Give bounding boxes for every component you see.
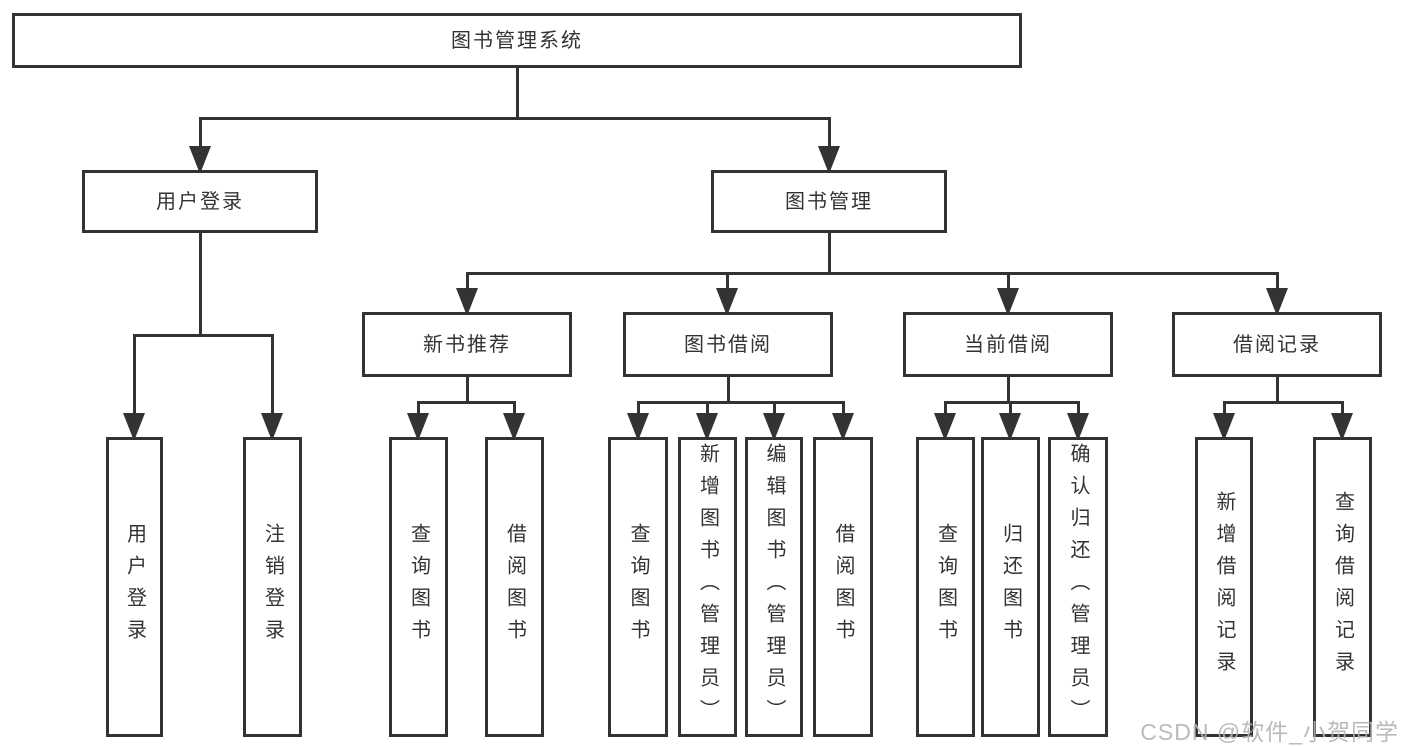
- node-user-login: 用户登录: [82, 170, 318, 233]
- arrow-shaft: [1340, 402, 1344, 417]
- connector-line-vertical: [726, 377, 730, 402]
- arrowhead-down-icon: [999, 413, 1021, 441]
- arrowhead-down-icon: [1213, 413, 1235, 441]
- arrowhead-down-icon: [1331, 413, 1353, 441]
- node-label: 新增借阅记录: [1213, 491, 1235, 683]
- arrow-shaft: [827, 118, 831, 150]
- arrow-shaft: [132, 335, 136, 417]
- node-new-book-recommendation: 新书推荐: [362, 312, 572, 377]
- arrow-shaft: [416, 402, 420, 417]
- arrowhead-down-icon: [261, 413, 283, 441]
- node-label: 用户登录: [156, 190, 244, 213]
- node-label: 图书借阅: [684, 333, 772, 356]
- node-current-borrowing: 当前借阅: [903, 312, 1113, 377]
- node-return-books: 归还图书: [981, 437, 1040, 737]
- arrow-shaft: [705, 402, 709, 417]
- node-label: 注销登录: [261, 523, 284, 651]
- arrow-shaft: [772, 402, 776, 417]
- arrowhead-down-icon: [189, 146, 211, 174]
- node-query-books-current: 查询图书: [916, 437, 975, 737]
- connector-line-horizontal: [465, 271, 1279, 275]
- node-borrow-books: 借阅图书: [813, 437, 873, 737]
- arrowhead-down-icon: [407, 413, 429, 441]
- node-user-login-leaf: 用户登录: [106, 437, 163, 737]
- connector-line-vertical: [515, 68, 519, 118]
- arrow-shaft: [512, 402, 516, 417]
- node-label: 归还图书: [999, 523, 1022, 651]
- node-label: 查询借阅记录: [1331, 491, 1354, 683]
- connector-line-horizontal: [1222, 400, 1344, 404]
- connector-line-horizontal: [943, 400, 1080, 404]
- connector-line-vertical: [1275, 377, 1279, 402]
- node-label: 编辑图书（管理员）: [763, 443, 785, 731]
- node-label: 新书推荐: [423, 333, 511, 356]
- node-borrow-books-recommendation: 借阅图书: [485, 437, 544, 737]
- arrowhead-down-icon: [763, 413, 785, 441]
- node-logout: 注销登录: [243, 437, 302, 737]
- arrow-shaft: [841, 402, 845, 417]
- node-label: 新增图书（管理员）: [696, 443, 719, 731]
- arrowhead-down-icon: [456, 288, 478, 316]
- arrow-shaft: [465, 273, 469, 292]
- arrowhead-down-icon: [716, 288, 738, 316]
- arrow-shaft: [943, 402, 947, 417]
- node-book-management: 图书管理: [711, 170, 947, 233]
- arrow-shaft: [1275, 273, 1279, 292]
- arrow-shaft: [1076, 402, 1080, 417]
- connector-line-horizontal: [636, 400, 845, 404]
- arrow-shaft: [198, 118, 202, 150]
- node-label: 用户登录: [123, 523, 146, 651]
- connector-line-vertical: [465, 377, 469, 402]
- node-query-borrow-record: 查询借阅记录: [1313, 437, 1372, 737]
- node-confirm-return-admin: 确认归还（管理员）: [1048, 437, 1108, 737]
- node-label: 借阅图书: [832, 523, 854, 651]
- node-add-borrow-record: 新增借阅记录: [1195, 437, 1253, 737]
- connector-line-vertical: [827, 233, 831, 273]
- node-library-management-system: 图书管理系统: [12, 13, 1022, 68]
- arrow-shaft: [725, 273, 729, 292]
- arrow-shaft: [636, 402, 640, 417]
- node-add-books-admin: 新增图书（管理员）: [678, 437, 737, 737]
- node-edit-books-admin: 编辑图书（管理员）: [745, 437, 803, 737]
- arrowhead-down-icon: [503, 413, 525, 441]
- connector-line-horizontal: [132, 333, 274, 337]
- connector-line-horizontal: [416, 400, 516, 404]
- arrowhead-down-icon: [123, 413, 145, 441]
- arrowhead-down-icon: [832, 413, 854, 441]
- arrowhead-down-icon: [818, 146, 840, 174]
- connector-line-vertical: [198, 233, 202, 335]
- arrow-shaft: [1008, 402, 1012, 417]
- node-label: 借阅图书: [503, 523, 526, 651]
- node-label: 图书管理系统: [451, 29, 583, 52]
- node-query-books-recommendation: 查询图书: [389, 437, 448, 737]
- arrowhead-down-icon: [627, 413, 649, 441]
- node-label: 当前借阅: [964, 333, 1052, 356]
- arrowhead-down-icon: [934, 413, 956, 441]
- node-label: 查询图书: [934, 523, 957, 651]
- node-borrowing-records: 借阅记录: [1172, 312, 1382, 377]
- arrow-shaft: [1006, 273, 1010, 292]
- connector-line-horizontal: [198, 116, 831, 120]
- node-label: 查询图书: [407, 523, 430, 651]
- arrow-shaft: [270, 335, 274, 417]
- node-query-books-borrowing: 查询图书: [608, 437, 668, 737]
- node-label: 借阅记录: [1233, 333, 1321, 356]
- node-label: 确认归还（管理员）: [1067, 443, 1089, 731]
- node-label: 图书管理: [785, 190, 873, 213]
- arrowhead-down-icon: [997, 288, 1019, 316]
- csdn-watermark: CSDN @软件_小贺同学: [1140, 719, 1399, 745]
- node-label: 查询图书: [627, 523, 649, 651]
- arrowhead-down-icon: [696, 413, 718, 441]
- node-book-borrowing: 图书借阅: [623, 312, 833, 377]
- arrow-shaft: [1222, 402, 1226, 417]
- arrowhead-down-icon: [1266, 288, 1288, 316]
- connector-line-vertical: [1006, 377, 1010, 402]
- arrowhead-down-icon: [1067, 413, 1089, 441]
